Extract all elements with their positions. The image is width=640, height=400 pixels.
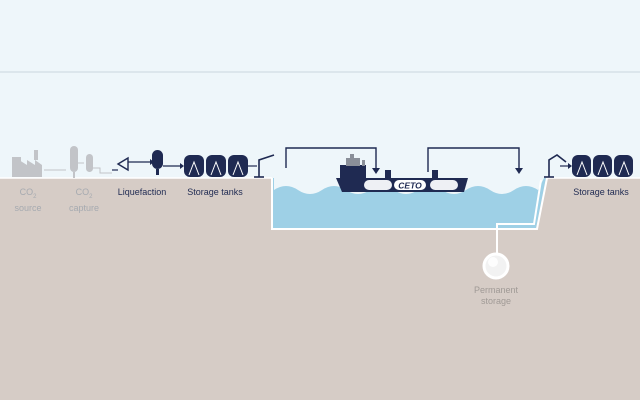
label-liquefaction: Liquefaction [117,187,167,197]
label-permanent-storage: Permanent storage [473,285,519,306]
basin-outline [271,177,548,230]
pipe-to-ship [285,147,377,170]
label-co2-source: CO2 source [14,187,42,213]
liquefaction-icon [112,150,163,175]
factory-icon [12,150,42,177]
capture-icon [70,146,93,178]
label-co2-capture: CO2 capture [68,187,100,213]
pipe-from-ship [427,147,520,172]
loading-arm-left-icon [254,154,275,178]
storage-tanks-right-icon [572,155,633,177]
storage-tanks-left-icon [184,155,248,177]
loading-arm-right-icon [544,154,567,178]
sky [0,0,640,180]
ship-icon: CETO [336,154,468,192]
sea-basin [272,178,546,228]
ship-name: CETO [398,181,422,191]
label-storage-tanks-right: Storage tanks [573,187,629,197]
injection-pipe [496,179,542,254]
label-storage-tanks-left: Storage tanks [187,187,243,197]
